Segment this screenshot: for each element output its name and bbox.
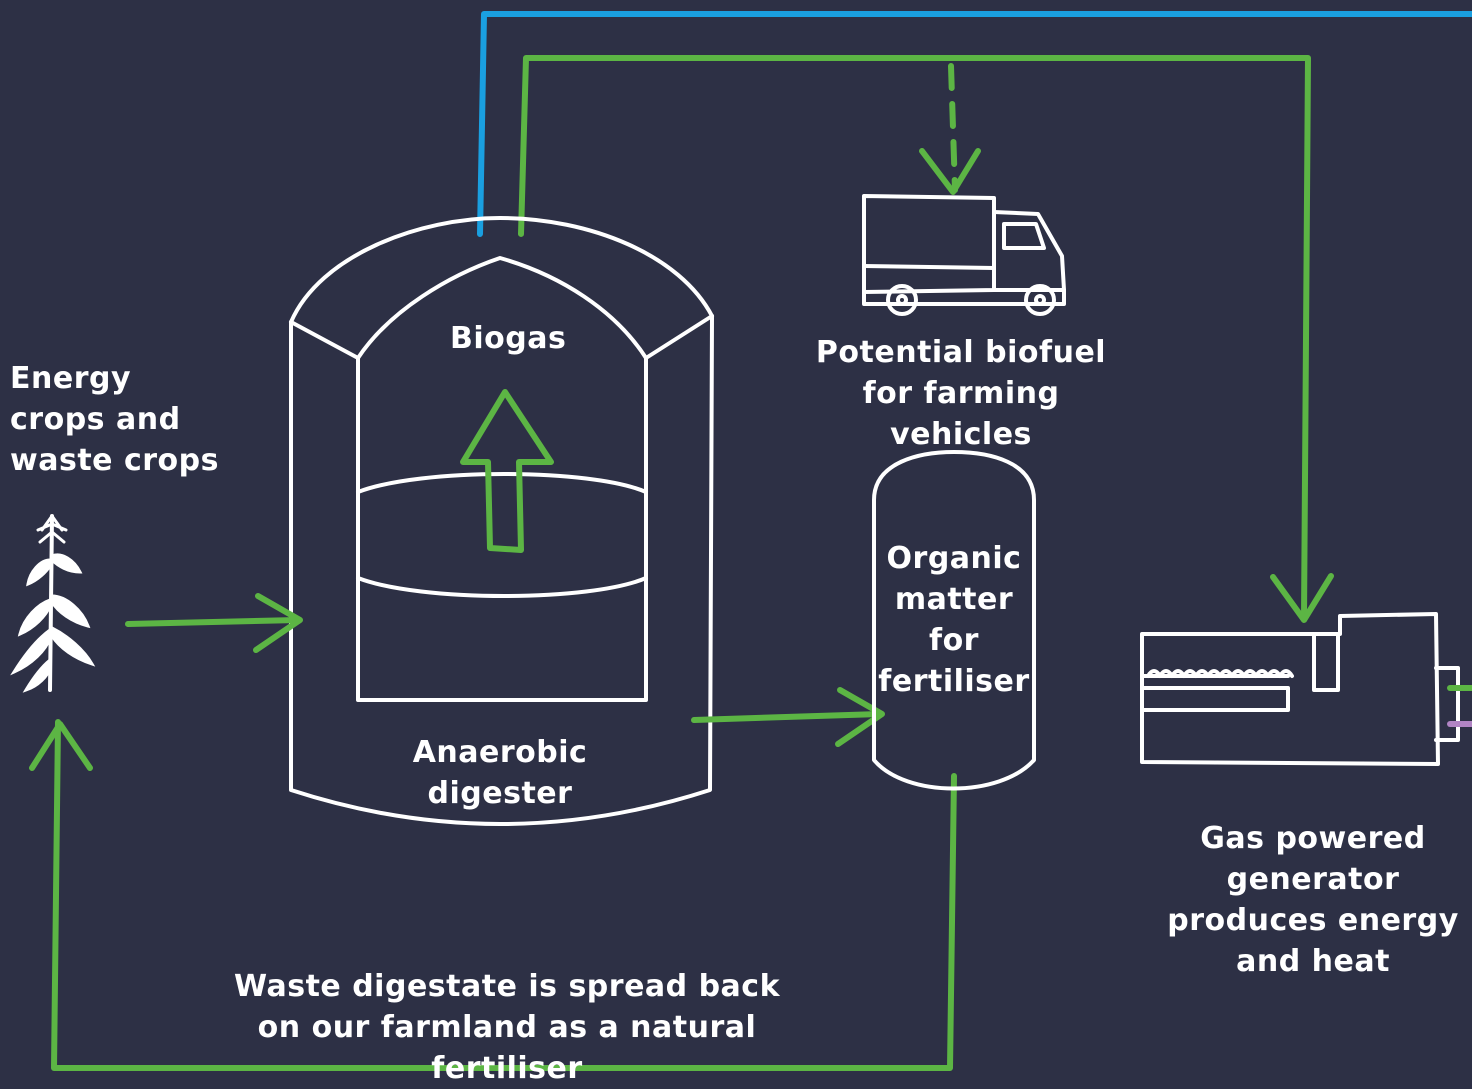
digester-tank-icon [289,216,714,826]
flow-crops-to-digester [125,617,301,627]
flow-digester-to-fertiliser [691,711,883,723]
flow-fertiliser-to-crops [51,719,957,1071]
flow-digester-to-offscreen-blue [477,11,1472,237]
arrowhead-crops [29,721,93,771]
biogas-label: Biogas [450,321,567,356]
generator-label: Gas powered generator produces energy an… [1167,821,1459,979]
truck-icon [862,194,1066,316]
storage-silo-icon [872,450,1036,791]
crops-label: Energy crops and waste crops [10,361,219,478]
digestate-annotation: Waste digestate is spread back on our fa… [233,969,781,1086]
vehicles-label: Potential biofuel for farming vehicles [815,335,1107,452]
flow-digester-to-vehicles [948,63,958,193]
digester-label: Anaerobic digester [412,735,588,811]
fertiliser-label: Organic matter for fertiliser [878,541,1030,699]
arrowhead-fertiliser [835,687,885,747]
generator-icon [1140,612,1460,766]
plant-icon [10,514,96,693]
biogas-up-arrow-icon [460,389,554,553]
arrowhead-digester [253,593,303,653]
arrowhead-vehicles [919,148,981,195]
flow-digester-to-generator [518,55,1311,621]
arrowhead-generator [1270,573,1334,623]
